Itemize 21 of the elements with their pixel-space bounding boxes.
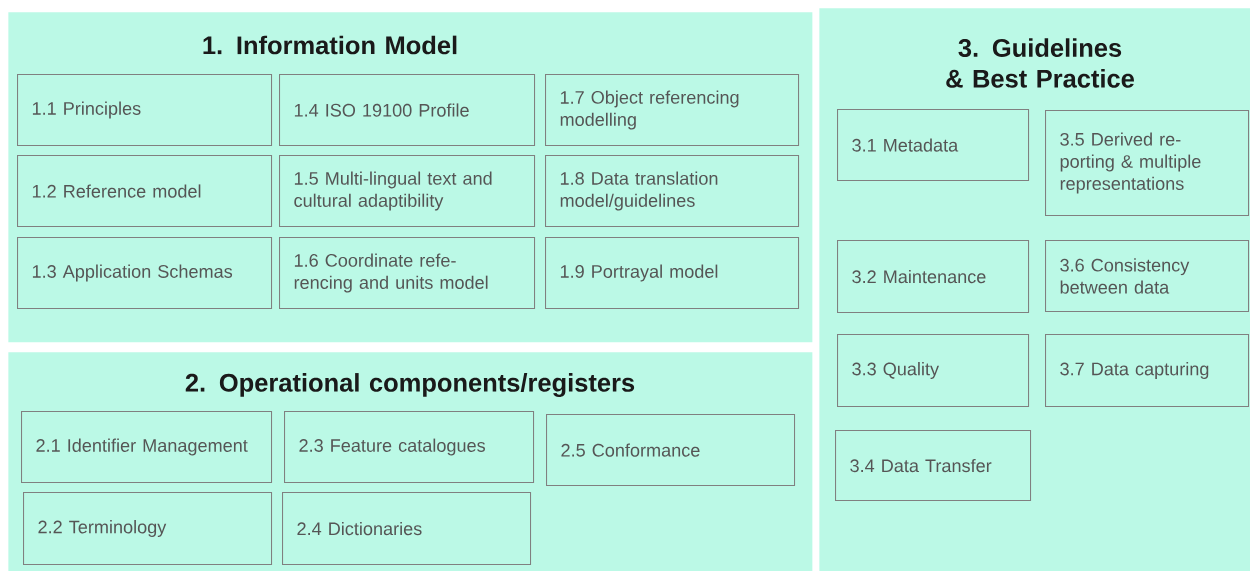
component-box: 2.3 Feature catalogues (284, 411, 535, 484)
component-box: 2.2 Terminology (23, 492, 273, 566)
component-box: 1.6 Coordinate refe- rencing and units model (279, 237, 536, 310)
component-box: 3.7 Data capturing (1045, 334, 1250, 408)
component-box: 1.5 Multi-lingual text and cultural adaptibility (279, 155, 536, 228)
component-box: 2.1 Identifier Management (21, 411, 273, 484)
component-box: 2.5 Conformance (546, 414, 796, 487)
component-box: 3.3 Quality (837, 334, 1030, 408)
component-box: 1.3 Application Schemas (17, 237, 273, 310)
component-box: 3.1 Metadata (837, 109, 1030, 182)
component-box: 3.2 Maintenance (837, 240, 1030, 314)
component-box: 1.4 ISO 19100 Profile (279, 74, 536, 147)
component-box: 3.5 Derived re- porting & multiple representations (1045, 110, 1250, 217)
component-box: 1.2 Reference model (17, 155, 273, 228)
component-box: 3.4 Data Transfer (835, 430, 1032, 502)
component-box: 2.4 Dictionaries (282, 492, 532, 566)
component-box: 3.6 Consistency between data (1045, 240, 1250, 313)
component-box: 1.7 Object referencing modelling (545, 74, 800, 147)
component-box: 1.8 Data translation model/guidelines (545, 155, 800, 228)
component-box: 1.1 Principles (17, 74, 273, 147)
component-box: 1.9 Portrayal model (545, 237, 800, 310)
